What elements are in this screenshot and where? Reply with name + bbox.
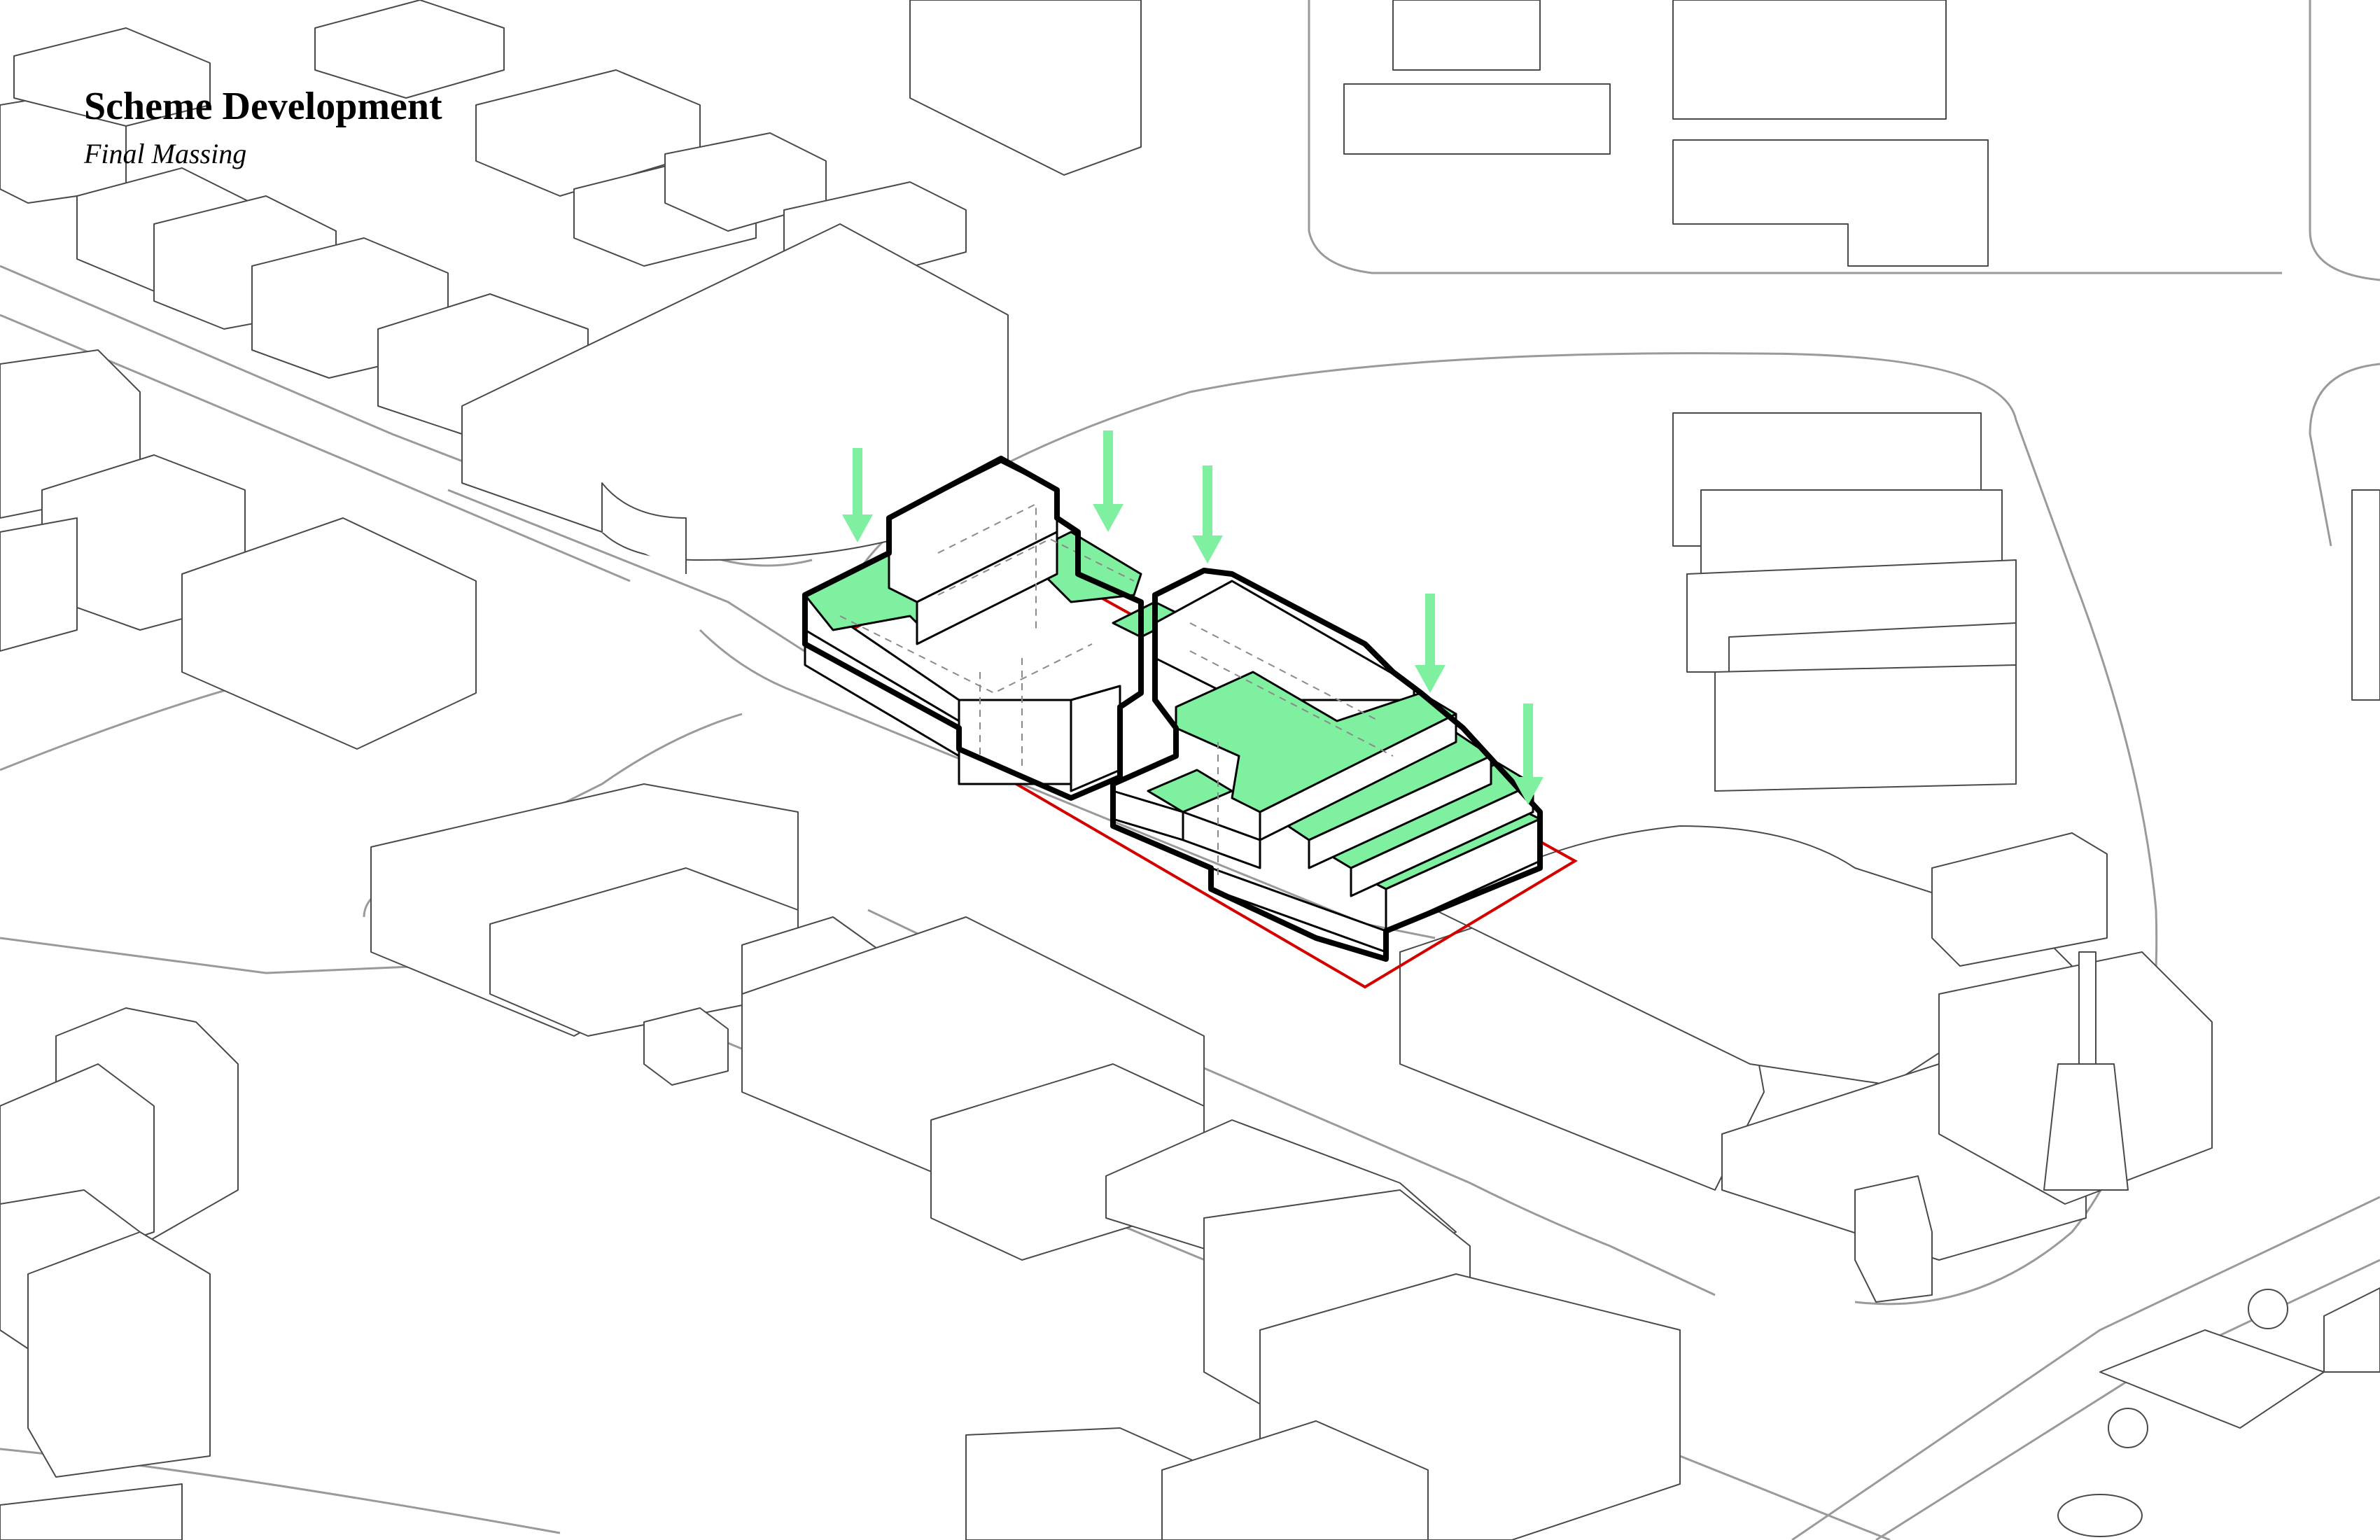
massing-storey bbox=[1350, 783, 1534, 897]
massing-east-block bbox=[1110, 568, 1543, 962]
massing-storey bbox=[1070, 685, 1121, 792]
drawing-title: Scheme Development bbox=[84, 85, 442, 128]
context-tree bbox=[2248, 1289, 2288, 1329]
context-building bbox=[601, 482, 687, 574]
hidden-line bbox=[1189, 622, 1380, 722]
context-building bbox=[314, 0, 505, 99]
context-building bbox=[909, 0, 1142, 176]
road-kerb bbox=[1308, 0, 2282, 274]
context-roundabout bbox=[2057, 1494, 2143, 1537]
road-kerb bbox=[0, 314, 631, 582]
context-tower-base bbox=[2043, 1063, 2129, 1191]
context-building bbox=[2099, 1329, 2325, 1429]
context-building bbox=[1161, 1420, 1429, 1540]
road-kerb bbox=[2309, 363, 2380, 547]
context-building bbox=[1931, 832, 2108, 967]
arrows bbox=[842, 430, 1544, 805]
massing-storey bbox=[1308, 755, 1492, 869]
hidden-line bbox=[1189, 650, 1394, 757]
down-arrow-icon bbox=[1093, 430, 1124, 532]
context-building bbox=[0, 517, 78, 652]
context-building bbox=[0, 1483, 183, 1540]
context-building bbox=[13, 27, 211, 127]
hidden-line bbox=[937, 503, 1037, 630]
road-kerb bbox=[699, 629, 1436, 939]
context-building bbox=[1672, 0, 1947, 120]
context-building bbox=[1672, 139, 1989, 267]
massing-outline bbox=[802, 456, 1144, 801]
roof-terrace bbox=[1147, 769, 1233, 813]
down-arrow-icon bbox=[1415, 594, 1446, 693]
drawing-subtitle: Final Massing bbox=[84, 137, 247, 169]
massing-storey bbox=[1259, 713, 1457, 841]
hidden-line bbox=[937, 538, 1135, 596]
context-building bbox=[2351, 489, 2380, 701]
context-building bbox=[181, 517, 477, 750]
down-arrow-icon bbox=[1513, 704, 1544, 805]
context-building bbox=[27, 1231, 211, 1478]
context-building bbox=[1714, 664, 2017, 792]
road-kerb bbox=[867, 909, 1716, 1296]
context-building bbox=[1854, 1175, 1933, 1303]
massing-storey bbox=[916, 531, 1058, 645]
context-building bbox=[643, 1007, 729, 1086]
road-kerb bbox=[1791, 1196, 2380, 1540]
massing-west-block bbox=[802, 456, 1184, 801]
road-kerb bbox=[2309, 0, 2380, 281]
down-arrow-icon bbox=[1192, 465, 1223, 564]
context-building bbox=[1343, 83, 1611, 155]
down-arrow-icon bbox=[842, 448, 873, 542]
massing-outline bbox=[1110, 568, 1543, 962]
context-building bbox=[1392, 0, 1541, 71]
heading-block: Scheme Development Final Massing bbox=[84, 85, 442, 169]
context-tree bbox=[2108, 1408, 2148, 1448]
road-kerb bbox=[447, 489, 827, 666]
road-kerb bbox=[1875, 1259, 2380, 1540]
context-building bbox=[2323, 1287, 2380, 1373]
hidden-line bbox=[839, 615, 1093, 694]
